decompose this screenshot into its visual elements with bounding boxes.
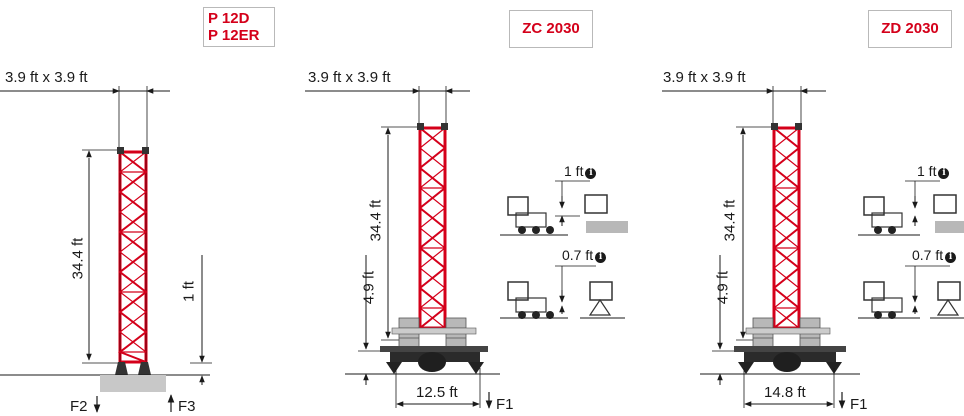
section-label: 3.9 ft x 3.9 ft (663, 69, 746, 86)
force-label-f1: F1 (850, 396, 868, 413)
height-label: 34.4 ft (367, 199, 385, 242)
base-width-label: 12.5 ft (416, 384, 458, 401)
model-label: ZD 2030 (881, 20, 939, 37)
panel-p12 (0, 86, 212, 413)
ballast-blocks (745, 317, 831, 351)
detail-bottom-value: 0.7 ft (562, 247, 594, 263)
detail-bottom-value: 0.7 ft (912, 247, 944, 263)
height-label: 34.4 ft (69, 237, 87, 280)
mast-zc2030 (417, 123, 448, 330)
model-box-zd2030: ZD 2030 (868, 10, 952, 48)
detail-lower (500, 265, 625, 319)
model-box-zc2030: ZC 2030 (509, 10, 593, 48)
model-label: P 12ER (208, 27, 260, 44)
pad-label: 1 ft (180, 281, 198, 302)
force-label-f2: F2 (70, 398, 88, 415)
detail-top-value: 1 ft (917, 163, 937, 179)
carrier-base (380, 346, 488, 374)
panel-zd2030 (662, 86, 964, 409)
model-label: P 12D (208, 10, 250, 27)
detail-upper (858, 180, 964, 236)
info-circle-icon[interactable]: i (945, 252, 957, 263)
base-height-label: 4.9 ft (714, 270, 732, 305)
model-label: ZC 2030 (522, 20, 580, 37)
info-circle-icon[interactable]: i (938, 168, 950, 179)
detail-top-value: 1 ft (564, 163, 584, 179)
height-label: 34.4 ft (721, 199, 739, 242)
detail-upper (500, 180, 628, 236)
info-circle-icon[interactable]: i (585, 168, 597, 179)
carrier-base (734, 346, 846, 374)
section-label: 3.9 ft x 3.9 ft (308, 69, 391, 86)
base-height-label: 4.9 ft (360, 270, 378, 305)
foundation-pad (100, 375, 166, 392)
ballast-blocks (391, 317, 477, 351)
base-width-label: 14.8 ft (764, 384, 806, 401)
force-label-f3: F3 (178, 398, 196, 415)
section-label: 3.9 ft x 3.9 ft (5, 69, 88, 86)
panel-zc2030 (305, 86, 628, 409)
model-box-p12: P 12D P 12ER (203, 7, 275, 47)
detail-lower (858, 265, 964, 319)
info-circle-icon[interactable]: i (595, 252, 607, 263)
force-label-f1: F1 (496, 396, 514, 413)
mast-zd2030 (771, 123, 802, 330)
mast-p12 (115, 147, 151, 375)
